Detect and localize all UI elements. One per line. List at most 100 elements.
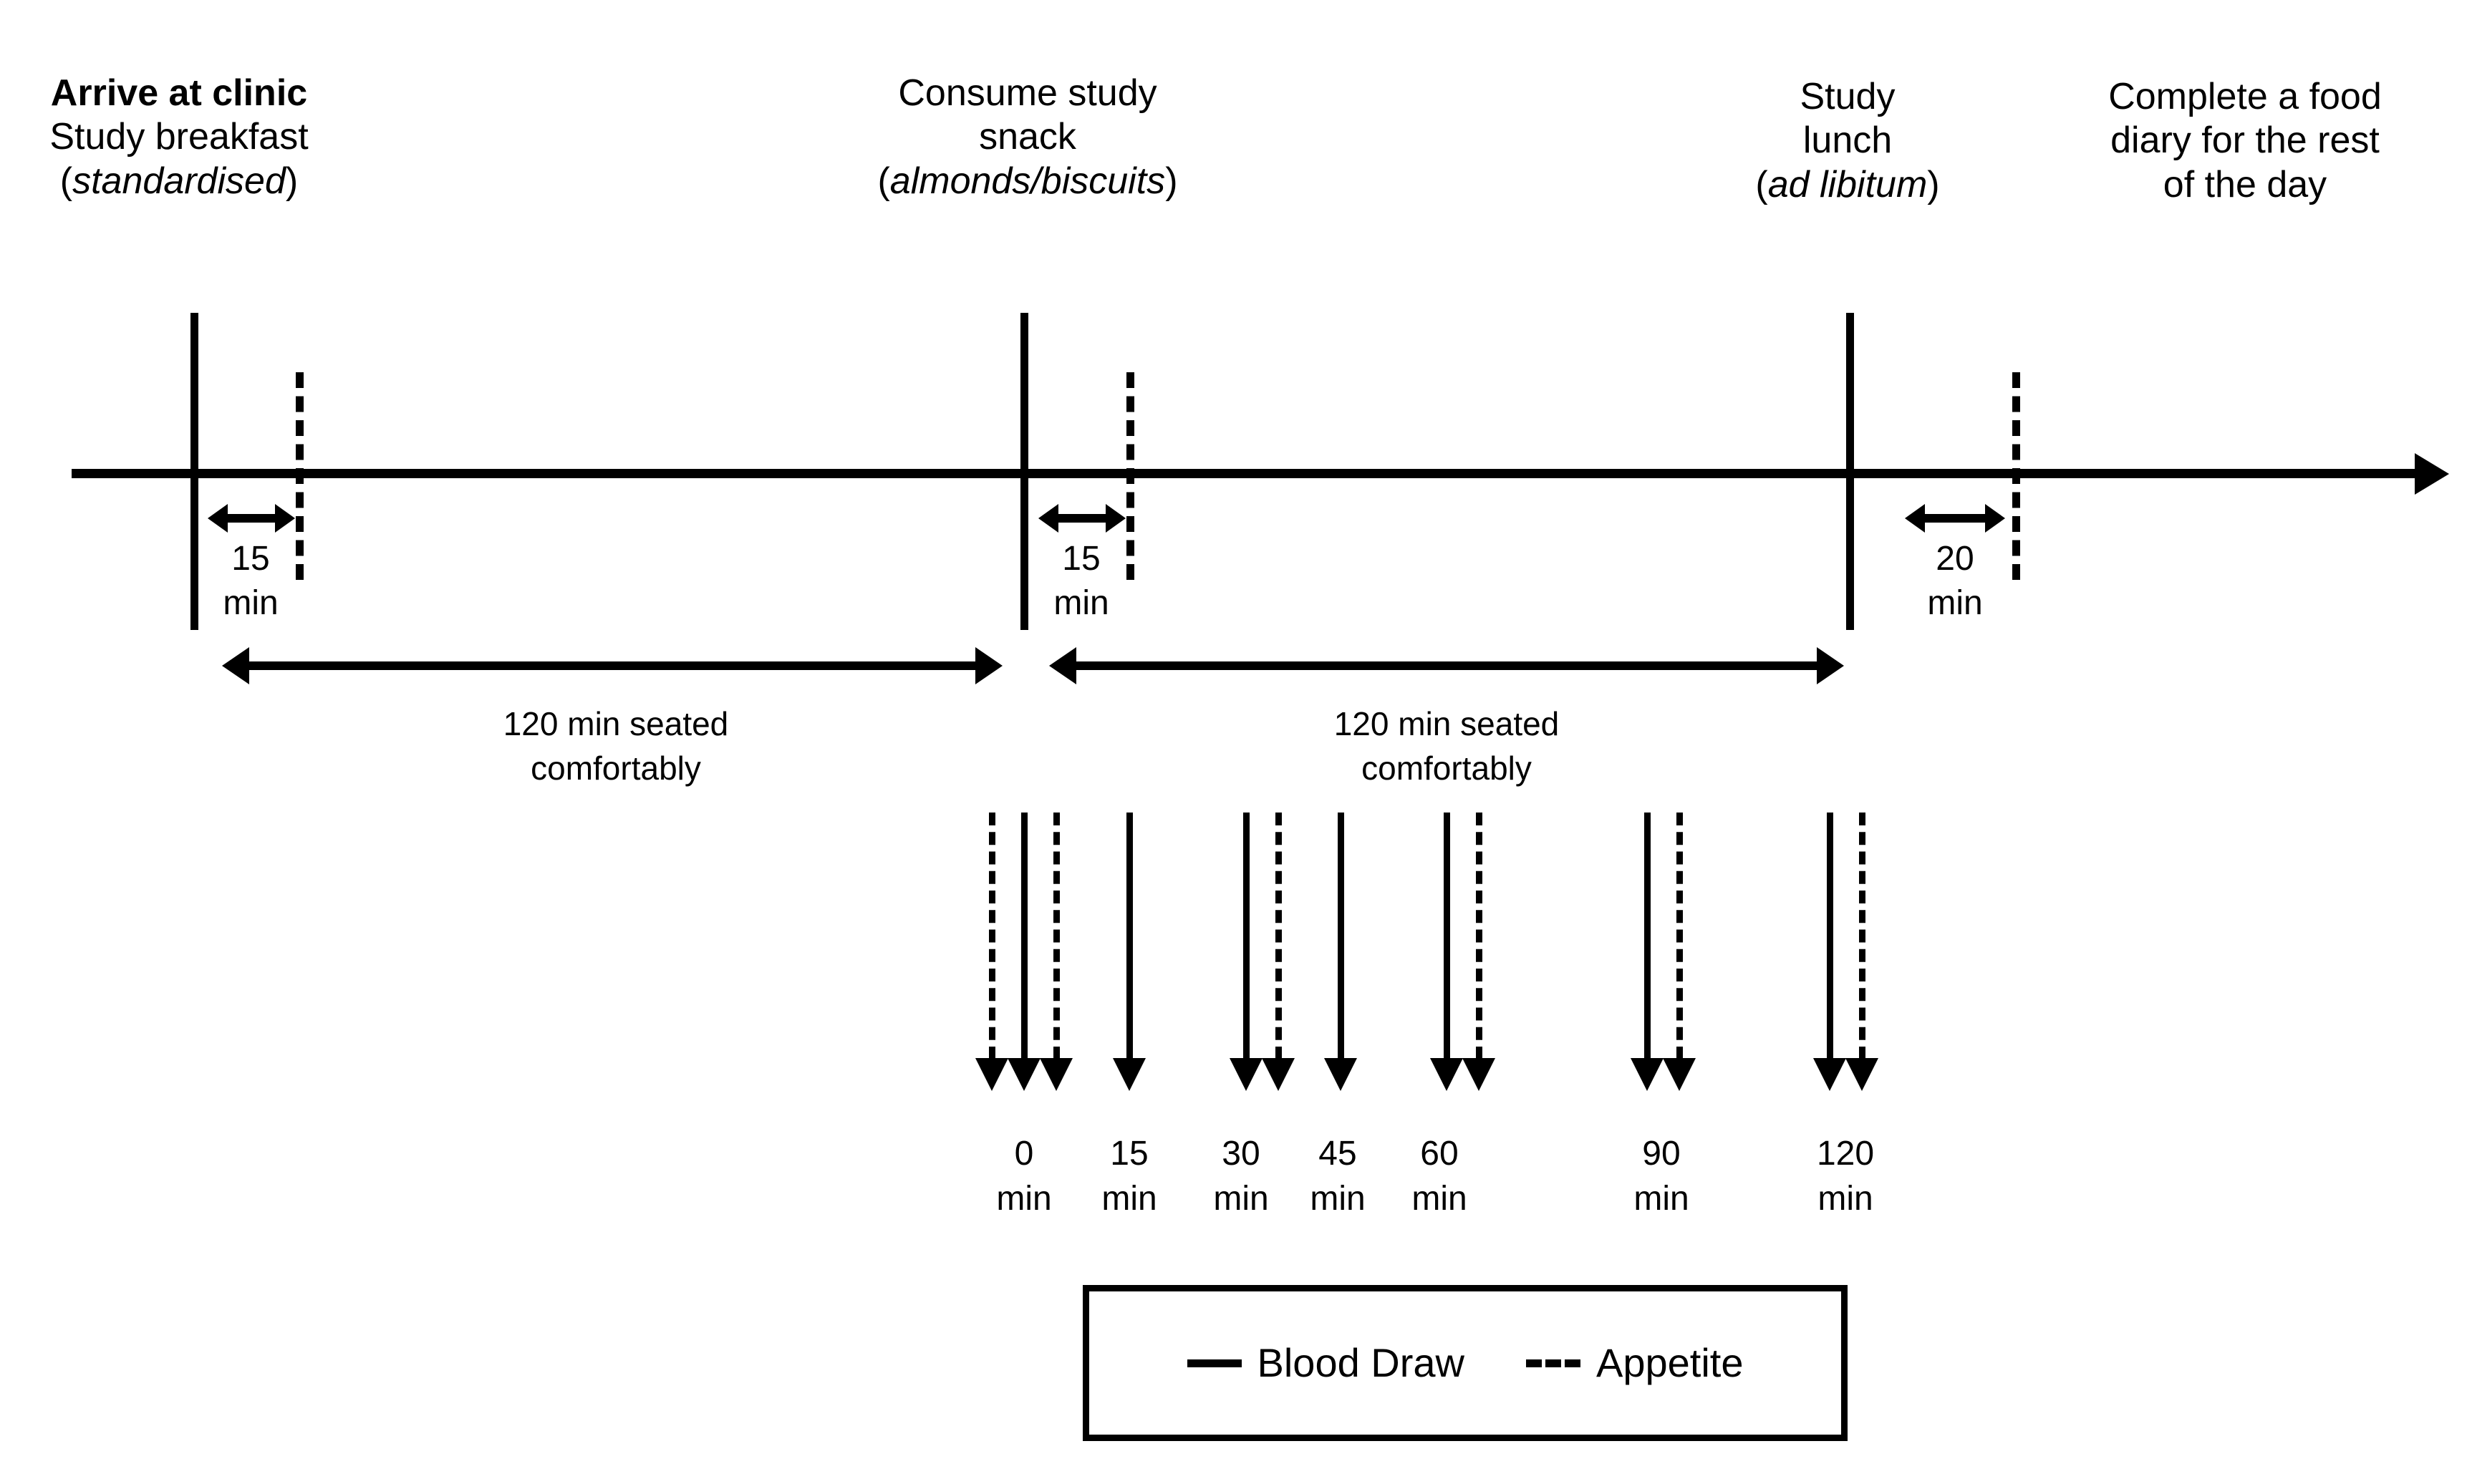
event-label-snack-line2: snack [979,116,1076,158]
arrowhead-down-icon [1631,1058,1664,1091]
event-label-snack: Consume study snack (almonds/biscuits) [816,72,1239,203]
legend-label-blood-draw: Blood Draw [1257,1340,1464,1385]
seated-label-2: 120 min seated comfortably [1225,702,1669,790]
event-label-snack-line1: Consume study [898,72,1157,114]
solid-shaft [1021,813,1028,1059]
arrow-shaft [1051,514,1113,523]
arrowhead-down-icon [1845,1058,1878,1091]
event-label-diary: Complete a food diary for the rest of th… [2030,75,2460,207]
dashed-marker-after-lunch [2012,372,2020,580]
seated-label-1: 120 min seated comfortably [394,702,838,790]
arrow-shaft [1918,514,1992,523]
timepoint-unit: min [1101,1180,1157,1218]
timepoint-label-45: 45 min [1270,1131,1406,1222]
duration-value: 15 [1062,540,1101,578]
timepoint-value: 15 [1110,1135,1149,1173]
duration-label-snack: 15 min [1013,537,1149,626]
event-label-arrive-line3: (standardised) [59,160,299,202]
arrowhead-down-icon [1813,1058,1846,1091]
timepoint-value: 45 [1318,1135,1357,1173]
timepoint-label-120: 120 min [1777,1131,1913,1222]
arrowhead-down-icon [1008,1058,1041,1091]
arrowhead-down-icon [1040,1058,1073,1091]
legend-item-blood-draw: Blood Draw [1187,1343,1464,1383]
event-label-arrive-line1: Arrive at clinic [50,72,308,114]
timeline-axis [72,469,2420,478]
arrowhead-down-icon [1324,1058,1357,1091]
seated-line1: 120 min seated [1333,705,1560,742]
event-label-diary-line1: Complete a food [2108,76,2382,117]
duration-unit: min [1927,584,1983,623]
dashed-marker-after-snack [1126,372,1134,580]
timepoint-label-90: 90 min [1593,1131,1729,1222]
solid-shaft [1243,813,1250,1059]
dashed-shaft [1676,813,1683,1059]
timepoint-unit: min [1213,1180,1269,1218]
seated-line2: comfortably [531,750,701,787]
event-marker-snack [1020,313,1028,630]
dashed-marker-after-breakfast [296,372,304,580]
arrowhead-down-icon [1262,1058,1295,1091]
solid-shaft [1644,813,1651,1059]
timepoint-unit: min [1817,1180,1873,1218]
arrowhead-right-icon [275,504,295,533]
timepoint-unit: min [1310,1180,1366,1218]
timepoint-value: 120 [1816,1135,1875,1173]
arrowhead-right-icon [1817,647,1844,684]
event-label-arrive: Arrive at clinic Study breakfast (standa… [7,72,351,203]
solid-line-icon [1187,1359,1242,1367]
arrowhead-down-icon [1230,1058,1263,1091]
timepoint-label-60: 60 min [1371,1131,1507,1222]
timepoint-unit: min [1411,1180,1467,1218]
timepoint-value: 90 [1642,1135,1681,1173]
timepoint-value: 30 [1222,1135,1260,1173]
timeline-axis-arrowhead-icon [2415,453,2449,495]
dashed-shaft [1476,813,1482,1059]
event-label-snack-line3: (almonds/biscuits) [877,160,1178,202]
arrowhead-down-icon [1462,1058,1495,1091]
solid-shaft [1827,813,1833,1059]
solid-shaft [1338,813,1344,1059]
dashed-line-icon [1525,1359,1580,1367]
arrowhead-down-icon [1113,1058,1146,1091]
duration-value: 20 [1936,540,1974,578]
duration-value: 15 [231,540,270,578]
dashed-shaft [1859,813,1865,1059]
dashed-shaft [1053,813,1060,1059]
timepoint-value: 60 [1420,1135,1459,1173]
dashed-shaft [989,813,995,1059]
dashed-shaft [1275,813,1282,1059]
arrow-shaft [1068,661,1825,670]
arrowhead-down-icon [1430,1058,1463,1091]
legend-item-appetite: Appetite [1525,1340,1744,1385]
event-marker-arrive [190,313,198,630]
duration-label-breakfast: 15 min [183,537,319,626]
arrowhead-right-icon [1106,504,1126,533]
solid-shaft [1444,813,1450,1059]
timepoint-unit: min [1633,1180,1689,1218]
event-label-diary-line3: of the day [2163,163,2327,205]
event-label-lunch-line3: (ad libitum) [1755,163,1940,205]
arrow-shaft [241,661,984,670]
legend-label-appetite: Appetite [1595,1340,1744,1385]
timepoint-label-30: 30 min [1173,1131,1309,1222]
timepoint-label-15: 15 min [1061,1131,1197,1222]
duration-unit: min [223,584,279,623]
timepoint-unit: min [996,1180,1052,1218]
seated-line1: 120 min seated [503,705,729,742]
event-label-lunch: Study lunch (ad libitum) [1686,75,2009,207]
arrowhead-right-icon [975,647,1003,684]
event-label-lunch-line1: Study [1800,76,1896,117]
timepoint-label-0: 0 min [956,1131,1092,1222]
arrowhead-down-icon [975,1058,1008,1091]
arrow-shaft [221,514,282,523]
seated-line2: comfortably [1361,750,1532,787]
event-label-arrive-line2: Study breakfast [49,116,309,158]
event-marker-lunch [1846,313,1854,630]
timepoint-value: 0 [1014,1135,1034,1173]
legend: Blood Draw Appetite [1083,1285,1848,1441]
arrowhead-down-icon [1663,1058,1696,1091]
arrowhead-right-icon [1985,504,2005,533]
duration-unit: min [1053,584,1109,623]
